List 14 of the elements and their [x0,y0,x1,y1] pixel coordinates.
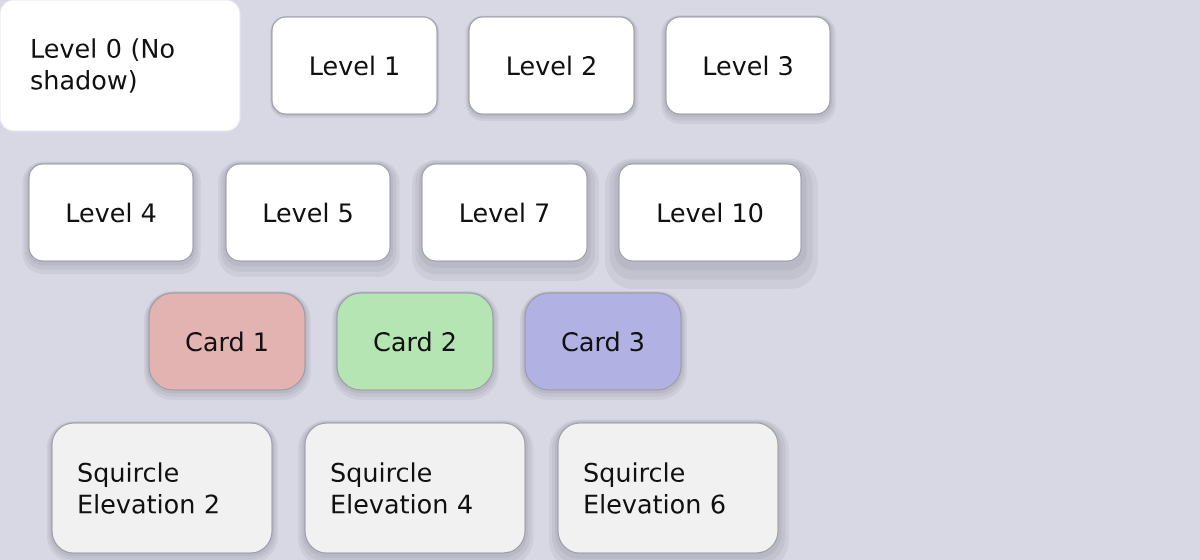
squircle-card: Squircle Elevation 4 [298,420,534,560]
card: Level 2 [465,15,639,121]
card: Level 7 [412,160,599,281]
squircle-card: Squircle Elevation 2 [47,421,278,560]
card: Level 1 [270,16,440,118]
card: Level 5 [218,160,400,277]
card: Level 10 [605,158,818,289]
card: Card 3 [520,291,687,400]
squircle-card: Squircle Elevation 6 [549,419,789,560]
card: Level 3 [661,15,836,124]
card: Level 0 (No shadow) [0,0,241,132]
card: Card 1 [144,291,311,400]
card: Level 4 [22,161,201,274]
card: Card 2 [332,291,499,400]
